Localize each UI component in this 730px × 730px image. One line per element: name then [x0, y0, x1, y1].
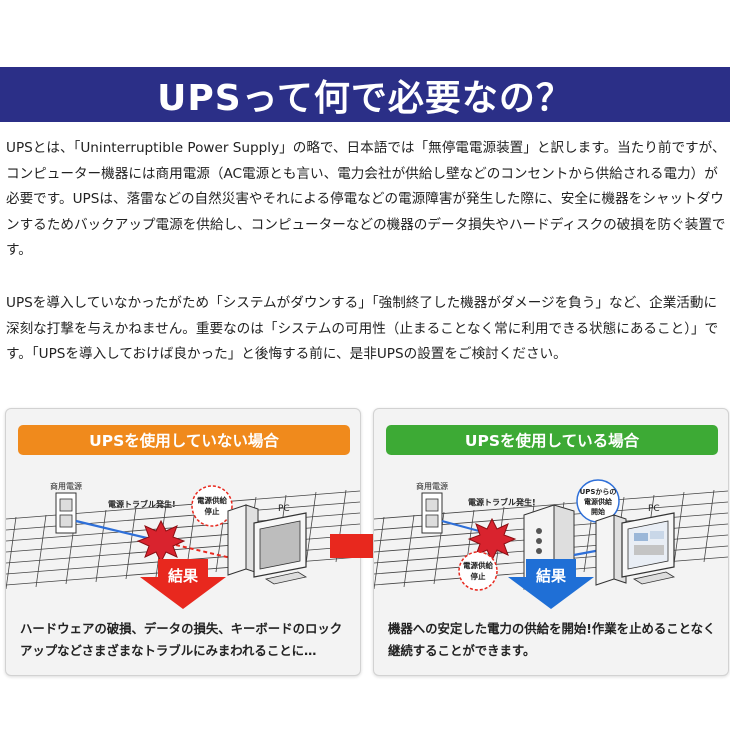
label-pc: PC	[278, 504, 290, 514]
label-stop-2: 停止	[205, 506, 220, 516]
label-outlet: 商用電源	[416, 481, 448, 491]
label-stop-2: 停止	[471, 571, 486, 581]
power-cable	[75, 519, 152, 541]
page-title: UPSって何で必要なの？	[157, 77, 573, 119]
label-ups-2: 電源供給	[584, 497, 613, 506]
stop-callout	[458, 551, 498, 591]
panel-without-ups: UPSを使用していない場合	[5, 408, 361, 676]
wall-outlet-icon	[55, 492, 77, 534]
power-cable	[441, 519, 480, 533]
result-arrow-blue	[508, 559, 594, 609]
power-cut-line	[175, 544, 232, 559]
intro-paragraph-1: UPSとは、「Uninterruptible Power Supply」の略で、…	[6, 140, 726, 258]
panel-without-ups-heading: UPSを使用していない場合	[18, 425, 350, 455]
label-outlet: 商用電源	[50, 481, 82, 491]
label-ups-1: UPSからの	[580, 488, 617, 496]
panel-without-ups-description: ハードウェアの破損、データの損失、キーボードのロックアップなどさまざまなトラブル…	[20, 621, 343, 658]
pc-icon	[595, 512, 676, 586]
label-stop-1: 電源供給	[463, 560, 493, 570]
wall-outlet-icon	[421, 492, 443, 534]
trouble-burst-icon	[136, 519, 186, 564]
pc-icon	[227, 504, 308, 585]
label-ups-3: 開始	[591, 507, 605, 516]
label-stop-1: 電源供給	[197, 495, 227, 505]
panel-with-ups-description: 機器への安定した電力の供給を開始!作業を止めることなく継続することができます。	[388, 621, 716, 658]
label-result: 結果	[536, 567, 567, 585]
result-arrow-red	[140, 559, 226, 609]
illustration-with-ups: 商用電源 電源トラブル発生! 電源供給 停止 UPSからの 電源供給 開始	[374, 479, 728, 609]
intro-paragraph-2: UPSを導入していなかったがため「システムがダウンする」「強制終了した機器がダメ…	[6, 295, 719, 362]
label-trouble: 電源トラブル発生!	[108, 499, 176, 509]
stop-callout	[191, 485, 233, 527]
illustration-without-ups: 商用電源 電源トラブル発生! 電源供給 停止 PC 結果	[6, 481, 360, 609]
panel-with-ups-heading: UPSを使用している場合	[386, 425, 718, 455]
label-result: 結果	[168, 567, 199, 585]
panel-with-ups: UPSを使用している場合 商用電源	[373, 408, 729, 676]
label-pc: PC	[648, 504, 660, 514]
label-trouble: 電源トラブル発生!	[468, 497, 536, 507]
title-banner: UPSって何で必要なの？	[0, 67, 730, 122]
